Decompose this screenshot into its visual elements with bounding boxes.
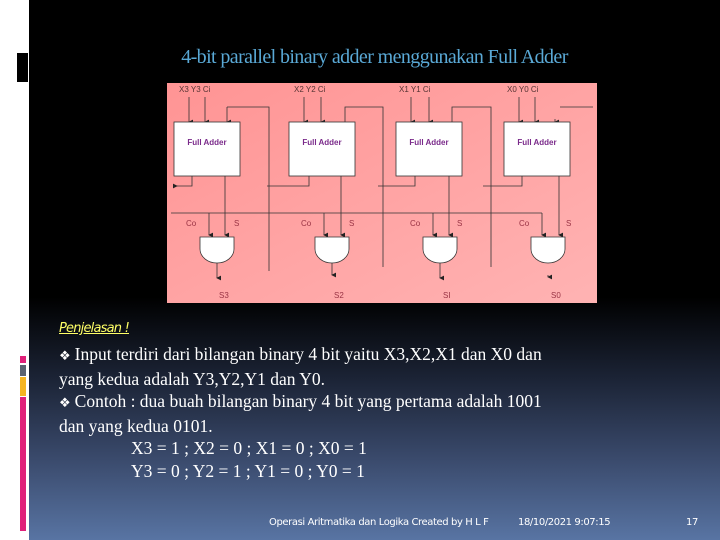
- bullet-2-line-2: dan yang kedua 0101.: [59, 415, 213, 436]
- svg-text:Full Adder: Full Adder: [302, 138, 341, 147]
- left-margin-strip: [0, 0, 29, 540]
- footer-datetime: 18/10/2021 9:07:15: [518, 517, 611, 528]
- explanation-caption: Penjelasan !: [59, 321, 130, 336]
- accent-bar-yellow: [20, 377, 26, 396]
- slide: 4-bit parallel binary adder menggunakan …: [29, 0, 720, 540]
- svg-text:Full Adder: Full Adder: [187, 138, 226, 147]
- accent-bar-gray: [20, 365, 26, 376]
- svg-text:S: S: [457, 219, 462, 228]
- y-values-line: Y3 = 0 ; Y2 = 1 ; Y1 = 0 ; Y0 = 1: [131, 460, 365, 481]
- bullet-2-line-1: Contoh : dua buah bilangan binary 4 bit …: [74, 391, 542, 411]
- bullet-2: ❖Contoh : dua buah bilangan binary 4 bit…: [59, 390, 659, 415]
- full-adder-block-1: Full Adder: [395, 121, 463, 177]
- left-black-marker: [17, 53, 28, 82]
- bullet-1: ❖Input terdiri dari bilangan binary 4 bi…: [59, 343, 659, 368]
- svg-text:Co: Co: [410, 219, 421, 228]
- svg-text:Full Adder: Full Adder: [517, 138, 556, 147]
- fa2-inputs-label: X2 Y2 Ci: [294, 85, 326, 94]
- svg-text:S2: S2: [334, 291, 344, 300]
- slide-title: 4-bit parallel binary adder menggunakan …: [181, 46, 568, 68]
- full-adder-block-0: Full Adder: [503, 121, 571, 177]
- output-gates: [199, 236, 566, 264]
- full-adder-block-3: Full Adder: [173, 121, 241, 177]
- slide-number: 17: [686, 517, 698, 528]
- fa3-inputs-label: X3 Y3 Ci: [179, 85, 211, 94]
- svg-text:Co: Co: [186, 219, 197, 228]
- svg-text:Co: Co: [519, 219, 530, 228]
- accent-bar-pink-long: [20, 397, 26, 531]
- svg-text:Co: Co: [301, 219, 312, 228]
- svg-text:SI: SI: [443, 291, 451, 300]
- explanation-body: ❖Input terdiri dari bilangan binary 4 bi…: [59, 343, 659, 482]
- x-values-line: X3 = 1 ; X2 = 0 ; X1 = 0 ; X0 = 1: [131, 438, 367, 458]
- diamond-bullet-icon: ❖: [59, 348, 71, 363]
- svg-text:S3: S3: [219, 291, 229, 300]
- full-adder-block-2: Full Adder: [288, 121, 356, 177]
- fa0-inputs-label: X0 Y0 Ci: [507, 85, 539, 94]
- footer-text: Operasi Aritmatika dan Logika Created by…: [269, 517, 489, 528]
- bullet-1-line-1: Input terdiri dari bilangan binary 4 bit…: [74, 344, 542, 364]
- svg-text:Full Adder: Full Adder: [409, 138, 448, 147]
- fa1-inputs-label: X1 Y1 Ci: [399, 85, 431, 94]
- full-adder-diagram: X3 Y3 Ci X2 Y2 Ci X1 Y1 Ci X0 Y0 Ci: [167, 83, 597, 303]
- svg-text:S: S: [349, 219, 354, 228]
- svg-text:S0: S0: [551, 291, 561, 300]
- svg-text:S: S: [566, 219, 571, 228]
- bullet-1-line-2: yang kedua adalah Y3,Y2,Y1 dan Y0.: [59, 368, 325, 389]
- diamond-bullet-icon: ❖: [59, 395, 71, 410]
- accent-bar-pink-small: [20, 356, 26, 363]
- svg-text:S: S: [234, 219, 239, 228]
